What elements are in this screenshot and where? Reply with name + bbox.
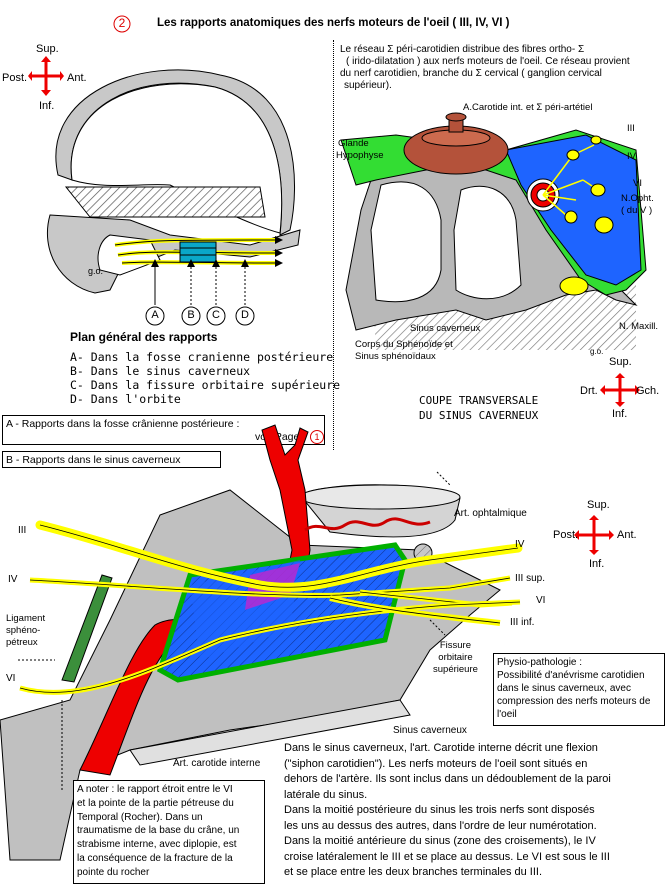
orientation-cross-lateral [574,515,614,555]
label-glande: Glande Hypophyse [336,138,384,161]
label-ligament: Ligament sphéno- pétreux [6,613,46,648]
letter-c: C [212,309,220,321]
orient-coupe-sup: Sup. [609,356,632,368]
orient-coupe-left: Drt. [580,385,598,397]
label-vi-left: VI [6,673,16,684]
ophthalmic-artery [304,517,431,532]
nerve-arrowheads [275,236,283,267]
section-b-title: B - Rapports dans le sinus caverneux [6,454,181,466]
letter-arrows [154,267,246,305]
section-a-page-ref[interactable]: 1 [310,430,324,444]
legend-item-c: C- Dans la fissure orbitaire supérieure [70,378,341,392]
general-diagram [46,69,301,326]
label-iii-sup: III sup. [515,573,546,584]
letter-d: D [241,309,249,321]
page-number-circle [113,15,131,33]
coupe-nerves [559,135,614,296]
label-vi-coupe: VI [633,178,642,189]
letter-b: B [187,309,195,321]
skull-base [46,214,301,294]
orient-tl-sup: Sup. [36,43,59,55]
sinus-box [179,241,217,263]
label-nmaxill: N. Maxill. [619,321,659,332]
signature-general: g.o. [88,266,104,276]
label-iv-right: IV [515,539,525,550]
section-b-box: B - Rapports dans le sinus caverneux [2,451,221,468]
sinus-left [370,181,442,303]
vertical-separator [333,40,334,450]
label-fissure: Fissure orbitaire supérieure [433,640,478,675]
page-title: Les rapports anatomiques des nerfs moteu… [157,17,510,29]
legend-list: A- Dans la fosse cranienne postérieure B… [70,350,340,406]
legend-item-d: D- Dans l'orbite [70,392,181,406]
orient-tl-ant: Ant. [67,72,87,84]
coupe-caption: COUPE TRANSVERSALE DU SINUS CAVERNEUX [419,394,539,422]
letter-c-circle [206,306,226,326]
skull-outline [55,69,296,236]
label-art-ophtalmique: Art. ophtalmique [454,508,527,519]
orient-lat-post: Post. [553,529,579,541]
sinus-right [453,185,522,300]
label-iii-coupe: III [627,123,635,134]
orient-lat-ant: Ant. [617,529,637,541]
legend-item-a: A- Dans la fosse cranienne postérieure [70,350,334,364]
orientation-cross-top-left [28,56,64,96]
label-corps: Corps du Sphénoïde et Sinus sphénoïdaux [355,339,453,362]
legend-item-b: B- Dans le sinus caverneux [70,364,251,378]
internal-carotid [79,424,311,776]
orient-tl-inf: Inf. [39,100,55,112]
note-box: A noter : le rapport étroit entre le VI … [73,780,265,884]
legend-title: Plan général des rapports [70,330,218,344]
orient-lat-inf: Inf. [589,558,605,570]
label-iv-left: IV [8,574,18,585]
orientation-cross-coupe [600,373,640,407]
description-text: Dans le sinus caverneux, l'art. Carotide… [284,742,611,878]
section-a-line1: A - Rapports dans la fosse crânienne pos… [6,418,240,430]
label-iv-coupe: IV [627,151,636,162]
orient-coupe-right: Gch. [636,385,660,397]
lateral-diagram [0,424,523,861]
pointer-lines [18,471,451,790]
letter-b-circle [181,306,201,326]
letter-a-circle [145,306,165,326]
label-sinus-coupe: Sinus caverneux [410,323,481,334]
letter-a: A [151,309,159,321]
page-number: 2 [118,16,126,30]
physio-box: Physio-pathologie : Possibilité d'anévri… [493,653,665,726]
label-nophth: N.Opht. ( du V ) [621,193,654,216]
label-vi-right: VI [536,595,546,606]
orient-lat-sup: Sup. [587,499,610,511]
hatched-base [64,186,266,218]
orient-coupe-inf: Inf. [612,408,628,420]
letter-d-circle [235,306,255,326]
coupe-intro: Le réseau Σ péri-carotidien distribue de… [340,44,630,91]
ligament-spheno-petreux [61,574,113,683]
label-sinus-lateral: Sinus caverneux [393,725,467,736]
coupe-diagram [340,112,647,350]
lateral-nerves [19,520,523,695]
label-iii-left: III [18,525,27,536]
orient-tl-post: Post. [2,72,28,84]
signature-coupe: g.o. [590,347,604,356]
label-carotide: A.Carotide int. et Σ péri-artétiel [463,102,593,113]
label-art-carotide: Art. carotide interne [173,758,261,769]
label-iii-inf: III inf. [510,617,535,628]
